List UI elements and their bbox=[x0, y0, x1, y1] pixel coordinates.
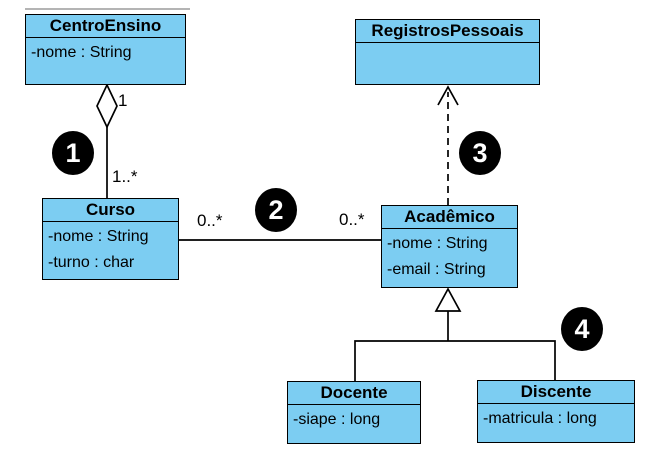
class-title: Discente bbox=[478, 381, 634, 404]
multiplicity-association-curso: 0..* bbox=[197, 211, 223, 230]
step-badge-4: 4 bbox=[561, 307, 603, 351]
class-academico: Acadêmico -nome : String -email : String bbox=[381, 205, 518, 288]
class-title: RegistrosPessoais bbox=[356, 20, 539, 43]
class-attributes: -nome : String -turno : char bbox=[43, 222, 178, 276]
class-title: CentroEnsino bbox=[26, 15, 185, 38]
class-attribute: -siape : long bbox=[293, 411, 381, 428]
generalization-triangle-icon bbox=[434, 287, 462, 312]
class-title: Acadêmico bbox=[382, 206, 517, 229]
multiplicity-aggregation-part: 1..* bbox=[112, 167, 138, 186]
class-discente: Discente -matricula : long bbox=[477, 380, 635, 443]
class-attribute: -nome : String bbox=[387, 235, 488, 252]
class-attribute: -nome : String bbox=[31, 44, 132, 61]
class-attribute: -nome : String bbox=[48, 228, 149, 245]
multiplicity-aggregation-whole: 1 bbox=[118, 91, 128, 110]
class-attributes bbox=[356, 43, 539, 45]
class-attributes: -nome : String bbox=[26, 38, 185, 66]
class-title: Docente bbox=[288, 382, 420, 405]
multiplicity-association-academico: 0..* bbox=[339, 210, 365, 229]
class-registrospessoais: RegistrosPessoais bbox=[355, 19, 540, 85]
class-attribute: -turno : char bbox=[48, 254, 135, 271]
class-centroensino: CentroEnsino -nome : String bbox=[25, 14, 186, 85]
step-badge-2: 2 bbox=[255, 188, 297, 232]
class-attributes: -nome : String -email : String bbox=[382, 229, 517, 283]
class-attributes: -siape : long bbox=[288, 405, 420, 433]
step-badge-1: 1 bbox=[52, 131, 94, 175]
class-curso: Curso -nome : String -turno : char bbox=[42, 198, 179, 280]
class-attribute: -matricula : long bbox=[483, 410, 597, 427]
class-attributes: -matricula : long bbox=[478, 404, 634, 432]
generalization-branch bbox=[354, 340, 556, 381]
class-title: Curso bbox=[43, 199, 178, 222]
class-attribute: -email : String bbox=[387, 261, 486, 278]
class-docente: Docente -siape : long bbox=[287, 381, 421, 444]
dependency-arrowhead-icon bbox=[437, 85, 459, 106]
aggregation-diamond-icon bbox=[96, 83, 118, 129]
step-badge-3: 3 bbox=[459, 131, 501, 175]
